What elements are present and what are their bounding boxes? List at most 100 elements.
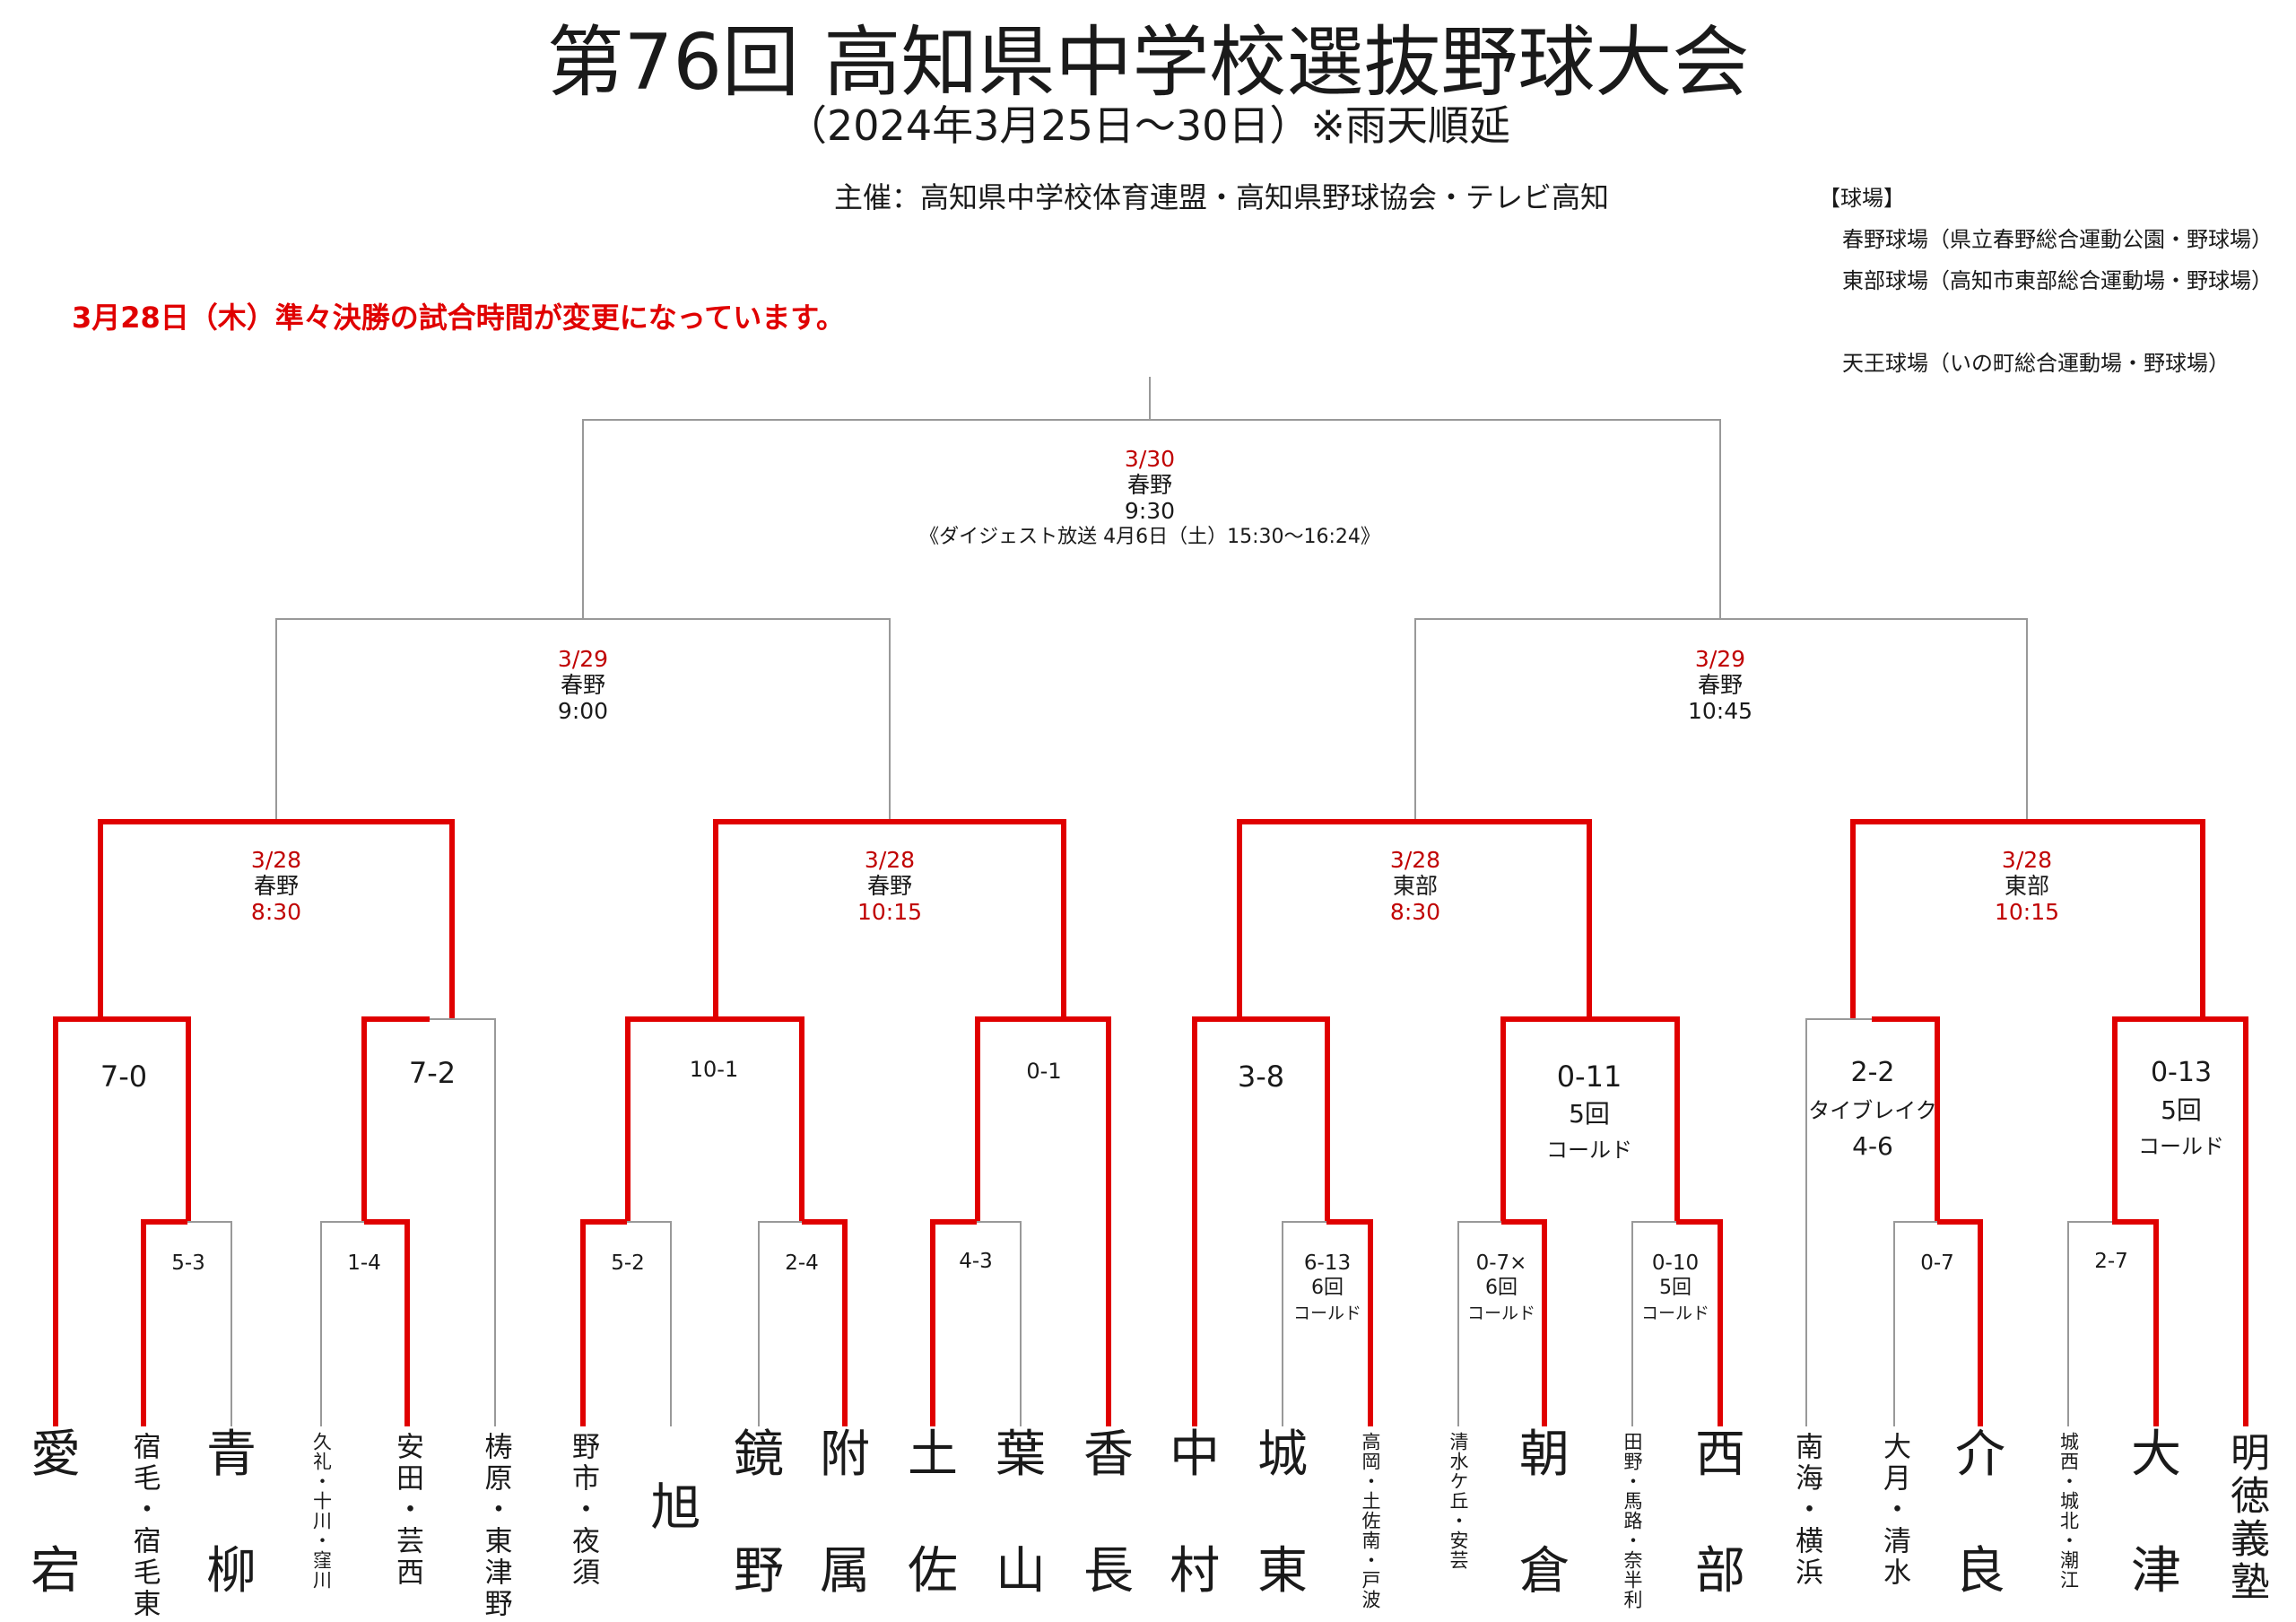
label-line: 3/30 <box>1124 446 1176 472</box>
r1-bracket-5-right <box>977 1221 1022 1426</box>
team-name-char: 山 <box>996 1542 1046 1600</box>
r1-bracket-6-left <box>1282 1221 1326 1426</box>
team-name-char: 宕 <box>30 1542 81 1600</box>
label-line: 5回 <box>1569 1099 1610 1129</box>
label-line: 東部 <box>2004 873 2049 899</box>
label-line: コールド <box>1466 1304 1535 1323</box>
label-line: 0-10 <box>1651 1251 1700 1275</box>
team-name: 安田・芸西 <box>367 1432 448 1589</box>
team-name: 明徳義塾 <box>2205 1432 2286 1604</box>
r2-bracket-5-right <box>1261 1018 1328 1222</box>
label-line: コールド <box>1292 1304 1361 1323</box>
page-title: 第76回 高知県中学校選抜野球大会 <box>546 18 1750 108</box>
venue-item: 東部球場（高知市東部総合運動場・野球場） <box>1842 268 2273 293</box>
label-line: コールド <box>1546 1138 1632 1163</box>
label-line: 10:45 <box>1687 698 1753 724</box>
qf-bracket-red-3 <box>1237 819 1592 1019</box>
team-name: 南海・横浜 <box>1766 1432 1847 1589</box>
team-name: 田野・馬路・奈半利 <box>1592 1432 1673 1609</box>
r1-bracket-9-left <box>1893 1221 1937 1426</box>
team-name-text: 安田・芸西 <box>391 1432 423 1589</box>
r1-bracket-9-right <box>1937 1219 1983 1426</box>
team-name-text: 久礼・十川・窪川 <box>310 1432 333 1590</box>
team-name-char: 大 <box>2131 1426 2181 1484</box>
r1-bracket-2-left <box>320 1221 364 1426</box>
team-name: 城西・城北・潮江 <box>2028 1432 2109 1590</box>
qf-bracket-red-2 <box>713 819 1066 1019</box>
r1-bracket-4-left <box>758 1221 802 1426</box>
r2-bracket-1-right <box>122 1018 189 1222</box>
team-name-text: 野市・夜須 <box>567 1432 599 1589</box>
final-bracket-right <box>1152 419 1721 619</box>
team-name-char: 附 <box>820 1426 870 1484</box>
team-name-text: 宿毛・宿毛東 <box>127 1432 161 1620</box>
r2-bracket-2-left <box>361 1016 430 1222</box>
label-line: 2-7 <box>2094 1250 2128 1273</box>
round2-score: 3-8 <box>992 1057 1530 1096</box>
label-line: 9:30 <box>1124 498 1176 524</box>
team-name-char: 青 <box>206 1426 257 1484</box>
r1-bracket-4-right <box>802 1219 848 1426</box>
label-line: 春野 <box>1126 472 1172 498</box>
r2-winner-path-8 <box>2112 1016 2248 1426</box>
team-name: 梼原・東津野 <box>455 1432 535 1620</box>
r2-winner-path-3 <box>625 1016 804 1222</box>
venue-item: 天王球場（いの町総合運動場・野球場） <box>1842 351 2230 376</box>
label-line: 9:00 <box>557 698 609 724</box>
team-name-char: 良 <box>1955 1542 2005 1600</box>
page-subtitle: （2024年3月25日～30日）※雨天順延 <box>786 101 1510 150</box>
team-name: 宿毛・宿毛東 <box>103 1432 184 1620</box>
label-line: 10:15 <box>857 899 923 925</box>
team-name-char: 西 <box>1695 1426 1745 1484</box>
team-name-char: 朝 <box>1519 1426 1570 1484</box>
label-line: 4-6 <box>1852 1131 1893 1161</box>
round1-score: 4-3 <box>707 1249 1245 1274</box>
team-name-text: 旭 <box>642 1480 700 1534</box>
label-line: 7-2 <box>408 1056 457 1090</box>
team-name: 西部 <box>1680 1426 1761 1600</box>
team-name: 城東 <box>1242 1426 1323 1600</box>
label-line: 6-13 <box>1303 1251 1352 1275</box>
team-name-char: 長 <box>1083 1542 1134 1600</box>
label-line: 0-7× <box>1475 1251 1527 1275</box>
round2-score: 7-0 <box>0 1057 393 1096</box>
label-line: 5-3 <box>171 1251 205 1275</box>
team-name-text: 明徳義塾 <box>2223 1432 2269 1604</box>
team-name-text: 梼原・東津野 <box>479 1432 512 1620</box>
final-bracket-left <box>582 419 1152 619</box>
team-name-text: 田野・馬路・奈半利 <box>1622 1432 1643 1609</box>
team-name-char: 津 <box>2131 1542 2181 1600</box>
team-name: 久礼・十川・窪川 <box>281 1432 361 1590</box>
team-name-char: 城 <box>1257 1426 1308 1484</box>
team-name-char: 愛 <box>30 1426 81 1484</box>
label-line: コールド <box>2138 1134 2224 1159</box>
team-name-char: 野 <box>734 1542 784 1600</box>
label-line: 3/28 <box>250 847 302 873</box>
team-name-char: 土 <box>908 1426 958 1484</box>
label-line: 0-13 <box>2150 1057 2213 1088</box>
label-line: 3/28 <box>1389 847 1441 873</box>
team-name-char: 鏡 <box>734 1426 784 1484</box>
r1-bracket-10-right <box>2112 1219 2159 1426</box>
qf-bracket-red-1 <box>98 819 455 1019</box>
team-name-char: 部 <box>1695 1542 1745 1600</box>
round1-score: 5-2 <box>359 1251 897 1276</box>
round2-score: 0-1 <box>775 1051 1313 1091</box>
r1-bracket-8-left <box>1631 1221 1676 1426</box>
semi-bracket-1-left <box>275 618 583 822</box>
qf-bracket-red-4 <box>1850 819 2205 1019</box>
round1-score: 1-4 <box>95 1251 633 1276</box>
r1-bracket-2-right <box>364 1219 410 1426</box>
semi-bracket-2-left <box>1414 618 1721 822</box>
r2-bracket-4-left <box>975 1016 1043 1222</box>
r2-winner-path-7 <box>1872 1016 1940 1222</box>
r1-bracket-1-right <box>187 1221 232 1426</box>
team-name: 愛宕 <box>15 1426 96 1600</box>
